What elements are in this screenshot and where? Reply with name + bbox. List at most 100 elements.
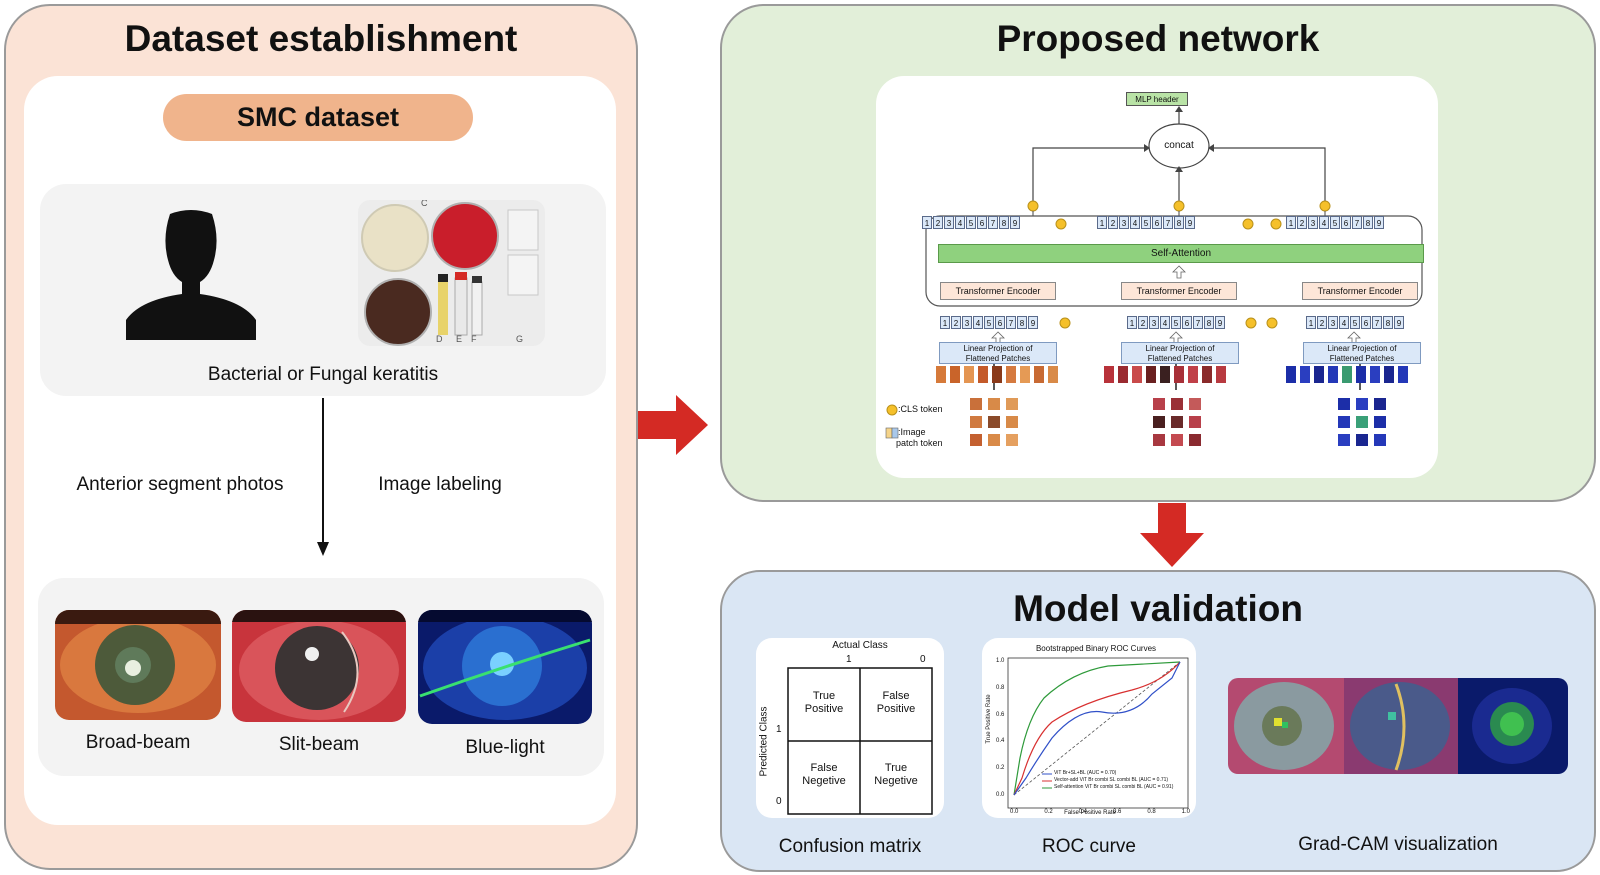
patch-token: 1 [940, 316, 950, 329]
patch-token: 7 [988, 216, 998, 229]
patch-token: 1 [1097, 216, 1107, 229]
patch-token: 5 [1330, 216, 1340, 229]
col-label-1: 1 [846, 654, 852, 665]
patch-token: 1 [1286, 216, 1296, 229]
patch-token: 2 [1108, 216, 1118, 229]
patch-token: 3 [1328, 316, 1338, 329]
patch-token: 3 [1149, 316, 1159, 329]
patch-token: 4 [973, 316, 983, 329]
vit-architecture-diagram [885, 106, 1423, 446]
patch-token: 8 [1363, 216, 1373, 229]
network-title: Proposed network [996, 18, 1320, 59]
plate-letter-c: C [421, 200, 428, 208]
patch-token: 3 [1308, 216, 1318, 229]
roc-title: Bootstrapped Binary ROC Curves [1035, 644, 1157, 653]
gradcam-label: Grad-CAM visualization [1298, 834, 1498, 855]
blue-light-label: Blue-light [465, 737, 545, 758]
patch-token: 6 [995, 316, 1005, 329]
patch-token: 9 [1028, 316, 1038, 329]
slit-beam-label: Slit-beam [278, 734, 360, 755]
patch-token: 1 [1127, 316, 1137, 329]
patch-token: 4 [1130, 216, 1140, 229]
patch-token: 5 [1141, 216, 1151, 229]
self-attention-block: Self-Attention [938, 244, 1424, 263]
col-label-0: 0 [920, 654, 926, 665]
patch-token: 7 [1372, 316, 1382, 329]
legend-cls-token: :CLS token [898, 404, 943, 414]
source-label: Bacterial or Fungal keratitis [207, 364, 439, 385]
patch-token: 5 [1171, 316, 1181, 329]
plate-letter-e: E [456, 334, 463, 344]
validation-title: Model validation [1013, 588, 1303, 629]
patient-icon [126, 210, 256, 340]
patch-token: 2 [933, 216, 943, 229]
dataset-title: Dataset establishment [124, 18, 518, 59]
patch-token: 4 [1339, 316, 1349, 329]
patch-token: 5 [984, 316, 994, 329]
concat-node: concat [1164, 140, 1194, 151]
patch-token: 6 [1361, 316, 1371, 329]
patch-token: 5 [1350, 316, 1360, 329]
patch-token: 2 [1297, 216, 1307, 229]
patch-token: 1 [922, 216, 932, 229]
gradcam-images [1228, 678, 1568, 774]
broad-beam-label: Broad-beam [85, 732, 191, 753]
patch-token: 2 [1317, 316, 1327, 329]
patch-token: 7 [1006, 316, 1016, 329]
smc-dataset-pill: SMC dataset [163, 94, 473, 141]
down-arrow-icon [317, 398, 329, 556]
roc-legend: ViT Br+SL+BL (AUC = 0.70) Vector-add ViT… [1054, 770, 1174, 790]
patch-token: 4 [1160, 316, 1170, 329]
patch-token: 3 [944, 216, 954, 229]
patch-token: 9 [1394, 316, 1404, 329]
patch-token: 6 [1341, 216, 1351, 229]
transformer-encoder-1: Transformer Encoder [940, 282, 1056, 300]
roc-curve-label: ROC curve [1042, 836, 1136, 857]
confusion-matrix-label: Confusion matrix [778, 836, 922, 857]
plate-letter-d: D [436, 334, 443, 344]
down-red-arrow-icon [1140, 503, 1204, 567]
image-labeling-label: Image labeling [378, 474, 502, 495]
patch-token: 9 [1215, 316, 1225, 329]
patch-token: 6 [1182, 316, 1192, 329]
row-label-1: 1 [776, 724, 782, 735]
patch-token: 8 [1383, 316, 1393, 329]
plate-letter-f: F [471, 334, 477, 344]
patch-token: 7 [1193, 316, 1203, 329]
patch-token: 8 [999, 216, 1009, 229]
actual-class-label: Actual Class [832, 640, 888, 651]
patch-token: 9 [1374, 216, 1384, 229]
slit-beam-photo [232, 610, 406, 722]
row-label-0: 0 [776, 796, 782, 807]
anterior-segment-label: Anterior segment photos [76, 474, 284, 495]
patch-token: 6 [977, 216, 987, 229]
patch-token: 2 [1138, 316, 1148, 329]
blue-light-photo [418, 610, 592, 724]
patch-token: 4 [955, 216, 965, 229]
roc-xlabel: False Positive Rate [1064, 810, 1116, 816]
patch-token: 6 [1152, 216, 1162, 229]
mlp-header-box: MLP header [1126, 92, 1188, 106]
patch-token: 9 [1010, 216, 1020, 229]
patch-token: 5 [966, 216, 976, 229]
patch-token: 8 [1174, 216, 1184, 229]
patch-token: 3 [1119, 216, 1129, 229]
patch-token: 3 [962, 316, 972, 329]
predicted-class-label: Predicted Class [758, 706, 770, 777]
transformer-encoder-3: Transformer Encoder [1302, 282, 1418, 300]
culture-plates-photo: C D E F G [358, 200, 545, 346]
patch-token: 1 [1306, 316, 1316, 329]
